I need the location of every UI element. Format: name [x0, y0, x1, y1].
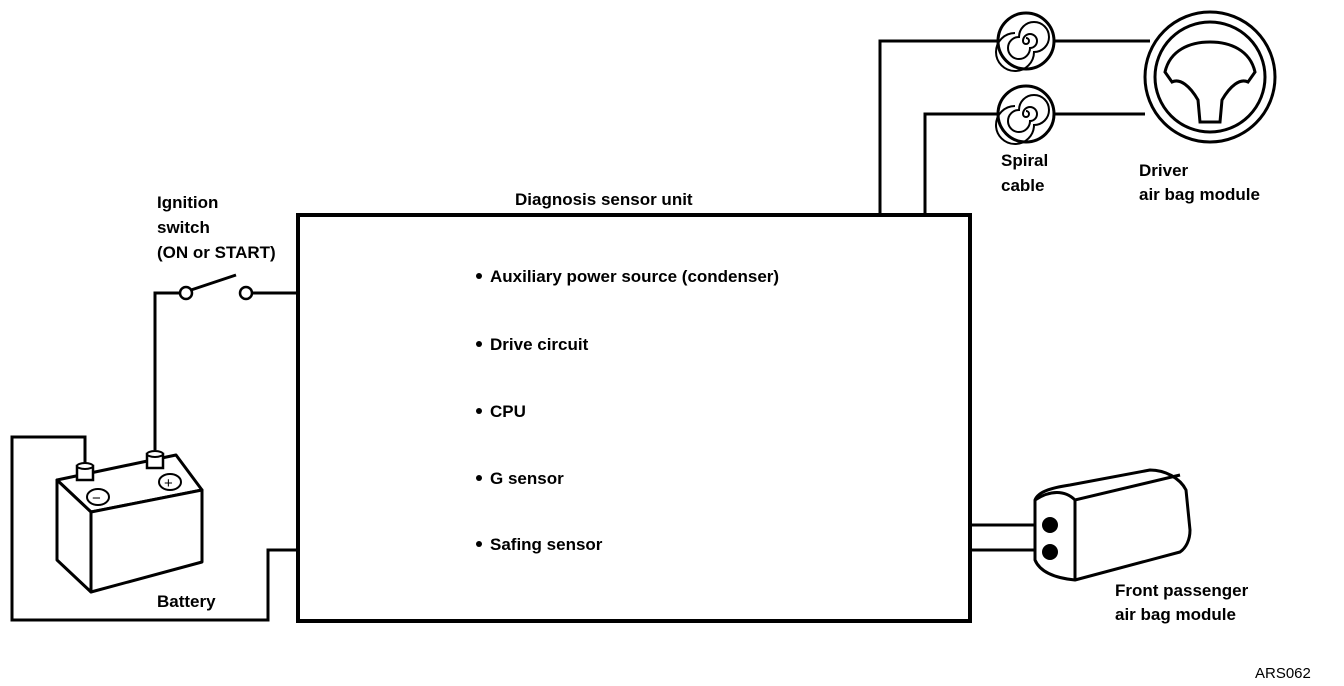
- spiral-cable-icon: [995, 11, 1056, 145]
- driver-wire-1: [878, 39, 1000, 215]
- ground-wire: [10, 435, 298, 622]
- unit-item: Auxiliary power source (condenser): [490, 267, 779, 286]
- diagnosis-sensor-unit-title: Diagnosis sensor unit: [515, 190, 693, 209]
- bullet-icon: [476, 541, 482, 547]
- battery-icon: − +: [55, 450, 204, 594]
- ignition-label-line2: switch: [157, 218, 210, 237]
- unit-item: Safing sensor: [490, 535, 603, 554]
- driver-airbag-label-line1: Driver: [1139, 161, 1189, 180]
- diagnosis-sensor-unit-box: [296, 213, 972, 623]
- ignition-switch-icon: [153, 273, 298, 450]
- spiral-cable-label-line1: Spiral: [1001, 151, 1048, 170]
- ignition-label-line3: (ON or START): [157, 243, 276, 262]
- bullet-icon: [476, 341, 482, 347]
- figure-code: ARS062: [1255, 665, 1311, 682]
- negative-terminal-mark: −: [92, 490, 101, 507]
- unit-item-list: Auxiliary power source (condenser) Drive…: [476, 267, 779, 554]
- spiral-cable-label-line2: cable: [1001, 176, 1044, 195]
- ignition-switch-label: Ignition switch (ON or START): [157, 193, 276, 262]
- unit-item: Drive circuit: [490, 335, 589, 354]
- unit-item: CPU: [490, 402, 526, 421]
- bullet-icon: [476, 273, 482, 279]
- steering-wheel-icon: [1143, 10, 1277, 144]
- unit-item: G sensor: [490, 469, 564, 488]
- ignition-label-line1: Ignition: [157, 193, 218, 212]
- passenger-airbag-module-icon: [1033, 468, 1192, 582]
- driver-wire-2: [923, 112, 1000, 215]
- positive-terminal-mark: +: [164, 475, 173, 492]
- passenger-airbag-label-line1: Front passenger: [1115, 581, 1249, 600]
- driver-airbag-label-line2: air bag module: [1139, 185, 1260, 204]
- battery-label: Battery: [157, 592, 216, 611]
- bullet-icon: [476, 408, 482, 414]
- passenger-airbag-label-line2: air bag module: [1115, 605, 1236, 624]
- bullet-icon: [476, 475, 482, 481]
